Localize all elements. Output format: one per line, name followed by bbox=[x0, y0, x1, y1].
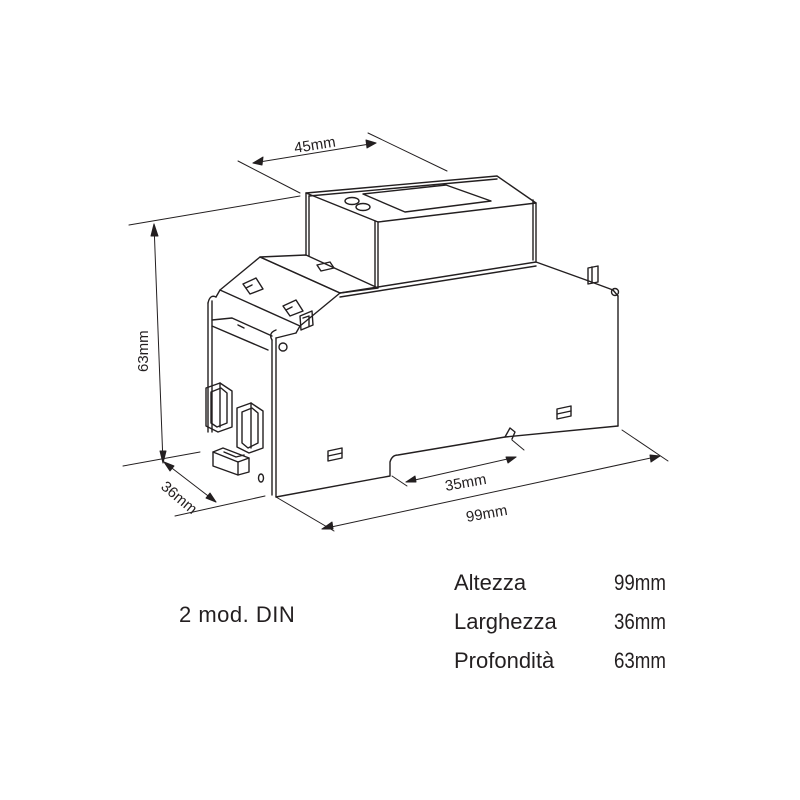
spec-value: 36mm bbox=[614, 608, 666, 634]
dim-label-35: 35mm bbox=[444, 471, 488, 495]
terminal-right bbox=[236, 402, 264, 454]
spec-row-width: Larghezza 36mm bbox=[454, 602, 675, 641]
dim-label-45: 45mm bbox=[293, 134, 337, 157]
terminal-cover bbox=[207, 254, 619, 334]
side-face bbox=[275, 265, 620, 498]
spec-value: 99mm bbox=[614, 569, 666, 595]
screw-icon bbox=[610, 287, 620, 297]
terminal-left bbox=[205, 382, 233, 433]
dim-label-99: 99mm bbox=[465, 502, 509, 526]
screw-mark bbox=[257, 473, 265, 483]
release-tab bbox=[212, 447, 250, 476]
display-module bbox=[305, 175, 537, 289]
spec-name: Larghezza bbox=[454, 608, 557, 634]
dim-label-36: 36mm bbox=[157, 478, 200, 518]
spec-table: Altezza 99mm Larghezza 36mm Profondità 6… bbox=[454, 563, 675, 680]
spec-value: 63mm bbox=[614, 647, 666, 673]
led-icon bbox=[355, 202, 371, 212]
spec-row-height: Altezza 99mm bbox=[454, 563, 675, 602]
module-size-label: 2 mod. DIN bbox=[179, 602, 296, 627]
front-face bbox=[205, 300, 297, 498]
spec-name: Profondità bbox=[454, 647, 555, 673]
spec-row-depth: Profondità 63mm bbox=[454, 641, 675, 680]
dimension-lines bbox=[122, 132, 669, 532]
led-icon bbox=[344, 196, 360, 206]
spec-name: Altezza bbox=[454, 569, 527, 595]
dim-label-63: 63mm bbox=[135, 330, 152, 372]
screw-icon bbox=[278, 342, 288, 352]
